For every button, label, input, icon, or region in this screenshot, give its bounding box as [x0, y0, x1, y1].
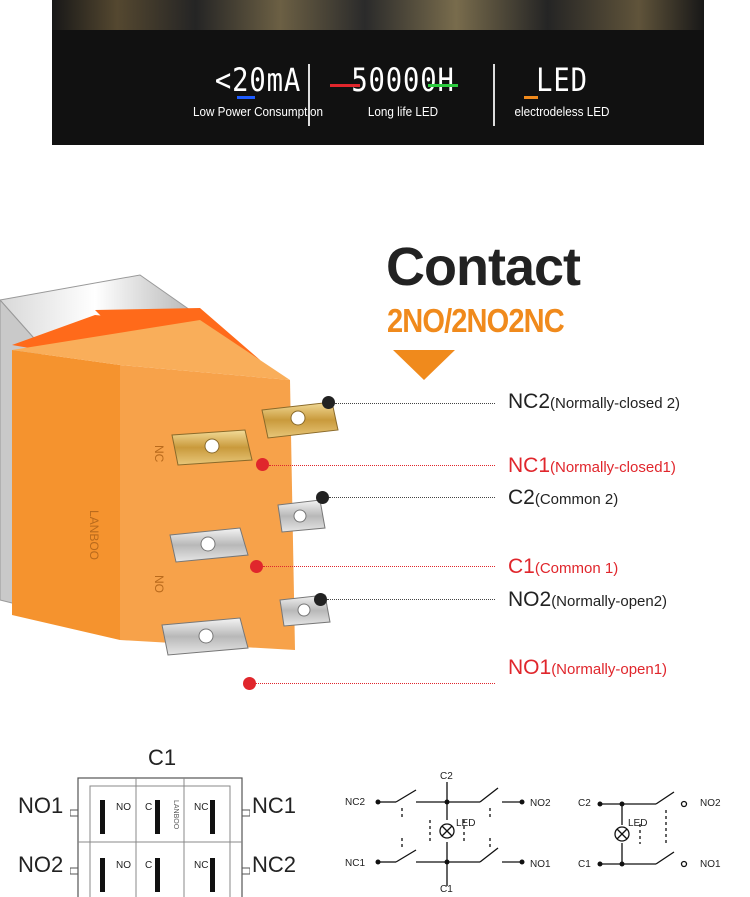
callout-dot: [243, 677, 256, 690]
inner-no-text: NO: [116, 860, 131, 871]
circuit2-no2-label: NO2: [700, 798, 721, 809]
side-nc-text: NC: [152, 445, 166, 463]
brand-text: LANBOO: [87, 510, 101, 560]
layout-nc1-label: NC1: [252, 793, 297, 818]
circuit-2no-diagram: [597, 791, 688, 868]
terminal-layout-diagram: NO C NC NO C NC LANBOO: [70, 777, 250, 897]
circuit-no2-label: NO2: [530, 798, 551, 809]
callout-line: [269, 465, 495, 466]
circuit-2no2nc-diagram: [375, 782, 525, 886]
callout-line: [256, 683, 495, 684]
callout-dot: [322, 396, 335, 409]
inner-nc-text: NC: [194, 802, 208, 813]
circuit2-c1-label: C1: [578, 859, 591, 870]
inner-brand-text: LANBOO: [172, 800, 179, 830]
stat-led-label: electrodeless LED: [514, 104, 610, 119]
circuit2-led-label: LED: [628, 818, 648, 829]
layout-no2-label: NO2: [18, 852, 64, 877]
side-no-text: NO: [152, 575, 166, 593]
label-no2: NO2(Normally-open2): [508, 588, 668, 611]
callout-line: [327, 599, 495, 600]
stat-power-label: Low Power Consumption: [192, 104, 324, 119]
circuit-c1-label: C1: [440, 884, 453, 895]
callout-line: [329, 497, 495, 498]
callout-dot: [256, 458, 269, 471]
orange-underline: [524, 96, 538, 99]
circuit-nc1-label: NC1: [345, 858, 366, 869]
label-nc2: NC2(Normally-closed 2): [508, 390, 681, 413]
label-no1: NO1(Normally-open1): [508, 656, 668, 679]
feature-banner: <20mA Low Power Consumption 50000H Long …: [52, 0, 704, 145]
contact-subtitle: 2NO/2NO2NC: [387, 302, 565, 339]
contact-title: Contact: [386, 237, 581, 297]
green-underline: [428, 84, 458, 87]
stat-led-value: LED: [536, 61, 588, 99]
circuit-nc2-label: NC2: [345, 797, 366, 808]
label-c2: C2(Common 2): [508, 486, 619, 509]
down-arrow-icon: [393, 350, 455, 380]
callout-dot: [250, 560, 263, 573]
inner-c-text: C: [145, 860, 152, 871]
stat-life: 50000H Long life LED: [303, 60, 503, 119]
stat-power: <20mA Low Power Consumption: [158, 60, 358, 119]
circuit2-c2-label: C2: [578, 798, 591, 809]
layout-c1-label: C1: [148, 745, 177, 770]
circuit-led-label: LED: [456, 818, 476, 829]
callout-line: [335, 403, 495, 404]
stat-power-value: <20mA: [214, 61, 302, 99]
stat-life-value: 50000H: [351, 61, 455, 99]
inner-no-text: NO: [116, 802, 131, 813]
blue-underline: [237, 96, 255, 99]
label-c1: C1(Common 1): [508, 555, 619, 578]
callout-dot: [316, 491, 329, 504]
product-strip: [52, 0, 704, 30]
inner-c-text: C: [145, 802, 152, 813]
stat-life-label: Long life LED: [367, 104, 439, 119]
label-nc1: NC1(Normally-closed1): [508, 454, 676, 477]
callout-line: [263, 566, 495, 567]
red-underline: [330, 84, 360, 87]
switch-product-image: LANBOO NC NO: [0, 274, 339, 656]
circuit2-no1-label: NO1: [700, 859, 721, 870]
divider: [493, 64, 495, 126]
stat-led: LED electrodeless LED: [462, 60, 662, 119]
inner-nc-text: NC: [194, 860, 208, 871]
divider: [308, 64, 310, 126]
layout-no1-label: NO1: [18, 793, 64, 818]
circuit-c2-label: C2: [440, 771, 453, 782]
circuit-no1-label: NO1: [530, 859, 551, 870]
callout-dot: [314, 593, 327, 606]
layout-nc2-label: NC2: [252, 852, 297, 877]
